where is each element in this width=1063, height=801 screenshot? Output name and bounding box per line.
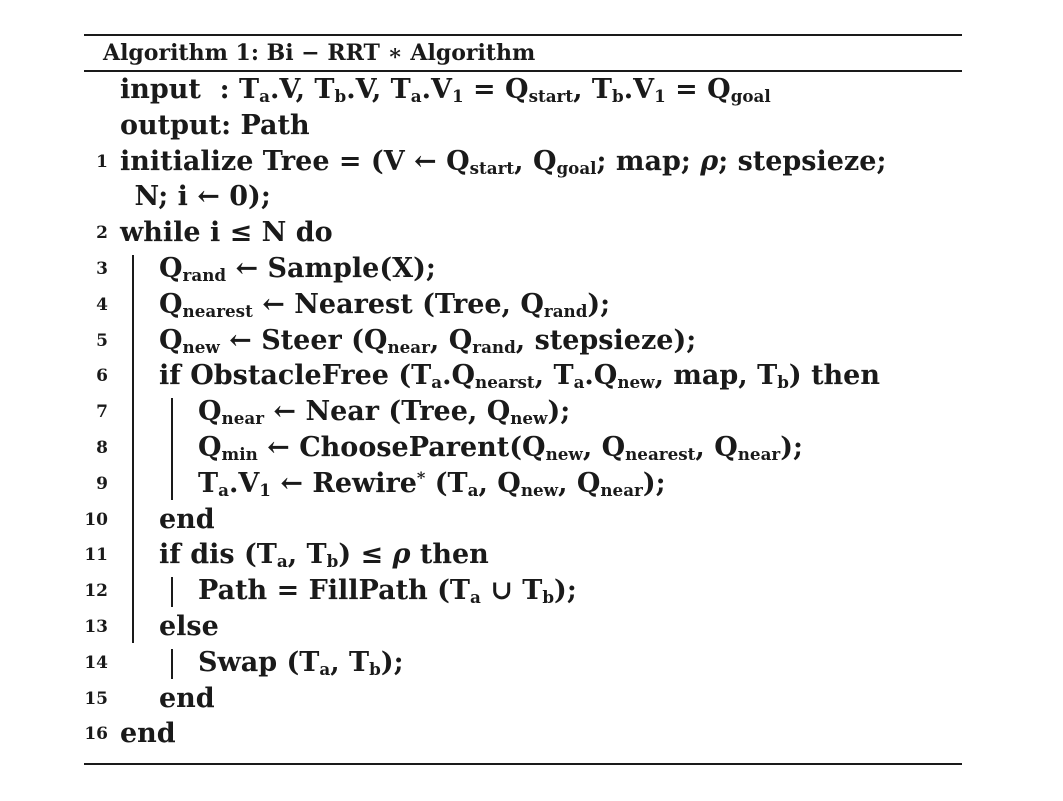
line-code: Qmin ← ChooseParent(Qnew, Qnearest, Qnea… (198, 432, 803, 465)
line-code: initialize Tree = (V ← Qstart, Qgoal; ma… (120, 145, 887, 178)
line-code: end (159, 503, 215, 535)
line-code: input : Ta.V, Tb.V, Ta.V1 = Qstart, Tb.V… (120, 74, 771, 107)
line-number: 12 (84, 581, 108, 602)
bottom-rule (84, 763, 962, 765)
line-number: 8 (96, 438, 108, 458)
line-code: Qnear ← Near (Tree, Qnew); (198, 396, 571, 429)
line-code: Path = FillPath (Ta ∪ Tb); (198, 575, 577, 608)
line-code: if dis (Ta, Tb) ≤ ρ then (159, 539, 489, 572)
algorithm-caption: Algorithm 1: Bi − RRT ∗ Algorithm (103, 40, 536, 66)
line-number: 3 (96, 259, 108, 279)
line-number: 2 (96, 223, 108, 244)
line-number: 13 (84, 617, 108, 637)
line-code: end (159, 682, 215, 714)
line-code: N; i ← 0); (134, 181, 271, 213)
line-number: 7 (96, 402, 108, 423)
block-bar (171, 577, 173, 607)
caption-rule (84, 70, 962, 72)
line-number: 6 (96, 366, 108, 387)
line-code: Qnearest ← Nearest (Tree, Qrand); (159, 288, 611, 321)
top-rule (84, 34, 962, 36)
line-number: 14 (84, 652, 108, 673)
line-number: 1 (96, 151, 108, 172)
line-code: end (120, 718, 176, 750)
line-code: while i ≤ N do (120, 217, 333, 249)
line-number: 16 (84, 724, 108, 745)
line-code: Qrand ← Sample(X); (159, 253, 436, 286)
line-code: Swap (Ta, Tb); (198, 646, 404, 679)
block-bar (171, 398, 173, 500)
line-number: 4 (96, 294, 108, 315)
line-number: 10 (84, 509, 108, 530)
line-number: 9 (96, 473, 108, 494)
line-code: if ObstacleFree (Ta.Qnearst, Ta.Qnew, ma… (159, 360, 880, 393)
line-number: 11 (84, 545, 108, 566)
line-code: else (159, 611, 219, 642)
line-code: Qnew ← Steer (Qnear, Qrand, stepsieze); (159, 324, 697, 357)
block-bar (171, 648, 173, 679)
block-bar (132, 255, 134, 643)
line-number: 15 (84, 688, 108, 709)
line-code: Ta.V1 ← Rewire* (Ta, Qnew, Qnear); (198, 467, 666, 500)
line-number: 5 (96, 330, 108, 351)
line-code: output: Path (120, 109, 310, 141)
